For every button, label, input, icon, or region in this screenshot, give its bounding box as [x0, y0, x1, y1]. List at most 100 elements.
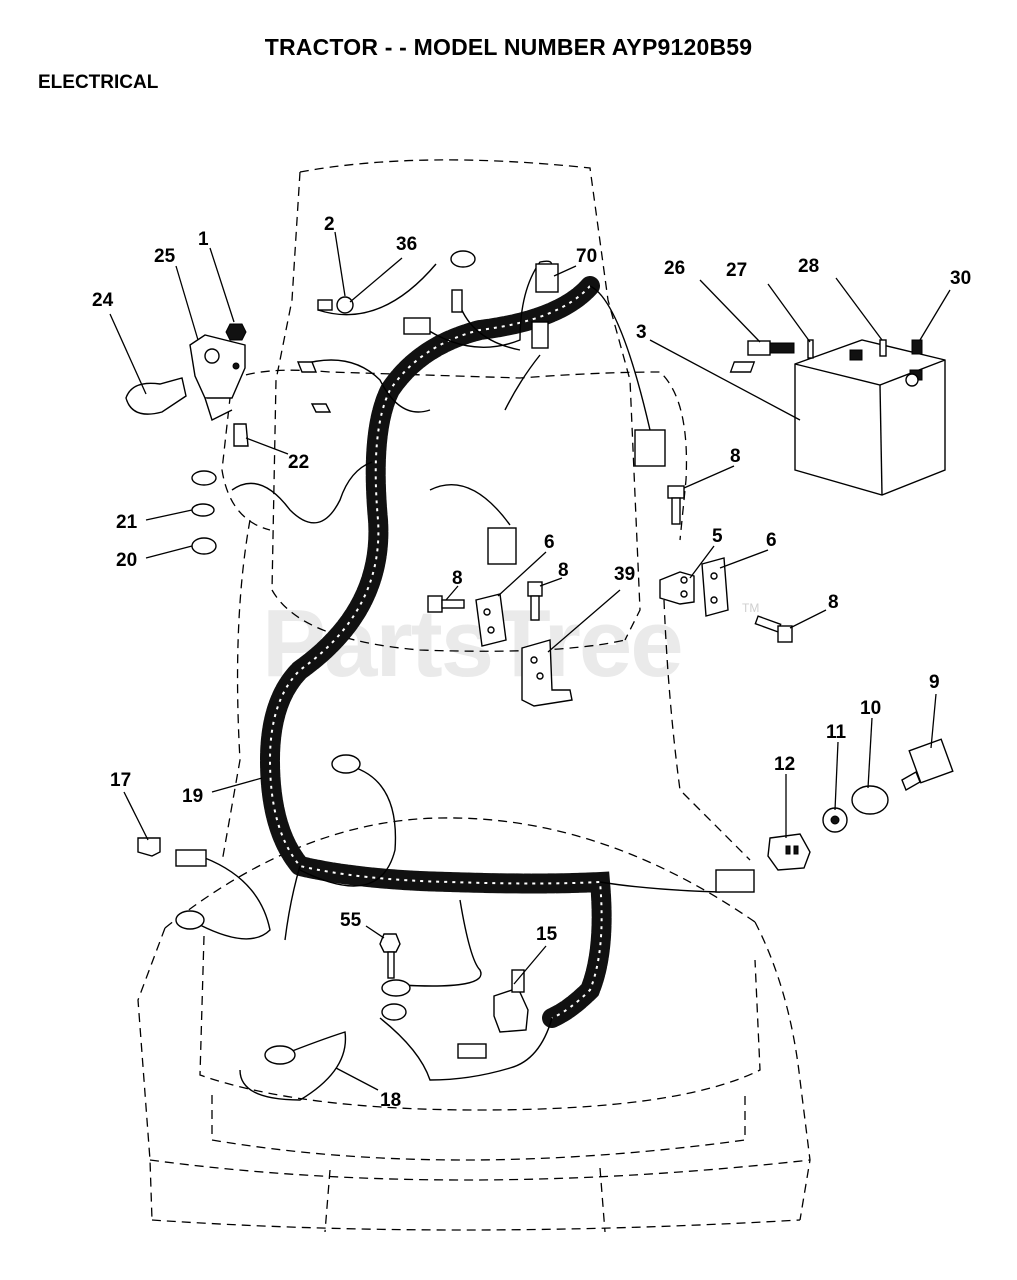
hood-top-outline [164, 817, 756, 929]
diagram-title: TRACTOR - - MODEL NUMBER AYP9120B59 [264, 34, 753, 60]
callout-28: 28 [798, 256, 819, 277]
interlock-switch-left [475, 593, 507, 647]
plug-right [634, 429, 666, 467]
starter-solenoid [189, 334, 246, 421]
callout-19: 19 [182, 786, 203, 807]
seat-cushion-outline [231, 369, 688, 541]
callout-3: 3 [636, 322, 647, 343]
fuse-holder [403, 317, 431, 335]
wire-ground-36 [317, 263, 437, 316]
seat-switch-connector [457, 1043, 487, 1059]
watermark-trademark: TM [742, 601, 759, 615]
hood-inner-outline [199, 935, 761, 1111]
switch-bracket-5 [659, 571, 695, 605]
connector-plug [531, 321, 549, 349]
bolt-8-center [527, 581, 543, 621]
callout-12: 12 [774, 754, 795, 775]
plug-center [487, 527, 517, 565]
hood-left-outline [137, 927, 166, 1221]
bumper-bottom-outline [151, 1219, 801, 1231]
wire-ground-18 [239, 1031, 347, 1101]
callout-1: 1 [198, 229, 209, 250]
ignition-bezel [851, 785, 889, 815]
ring-terminal-18 [264, 1045, 296, 1065]
wire-center-plug [429, 483, 511, 526]
ground-terminal-2 [317, 296, 354, 314]
callout-6-left: 6 [544, 532, 555, 553]
callout-18: 18 [380, 1090, 401, 1111]
bolt-8-left [427, 595, 465, 613]
callout-5: 5 [712, 526, 723, 547]
hex-nut [191, 537, 217, 555]
callout-17: 17 [110, 770, 131, 791]
battery-nut [911, 339, 923, 355]
callout-70: 70 [576, 246, 597, 267]
ground-terminal-55 [381, 979, 411, 997]
ignition-key [901, 738, 954, 792]
callout-10: 10 [860, 698, 881, 719]
ignition-connector [715, 869, 755, 893]
callout-labels: 1 2 3 5 6 6 8 8 8 8 9 10 11 12 15 17 18 … [92, 214, 971, 1111]
callout-8-upper-right: 8 [730, 446, 741, 467]
ring-terminal-36 [450, 250, 476, 268]
battery-bolt [747, 340, 795, 356]
callout-8-left: 8 [452, 568, 463, 589]
solenoid-nut [225, 323, 247, 341]
seat-switch-15 [493, 969, 529, 1033]
seat-back-outline [299, 159, 641, 641]
bumper-dividers [324, 1167, 606, 1233]
lock-washer [191, 503, 215, 517]
wire-hood-left [284, 865, 301, 941]
callout-9: 9 [929, 672, 940, 693]
wire-clip [296, 361, 318, 373]
bolt-8-lower-right [754, 615, 793, 643]
interlock-switch-right [701, 557, 729, 617]
fuse-17 [137, 837, 161, 857]
callout-8-center: 8 [558, 560, 569, 581]
hood-right-outline [754, 921, 811, 1221]
callout-26: 26 [664, 258, 685, 279]
wire-clip-2 [310, 403, 332, 413]
switch-bracket-39 [521, 639, 573, 707]
seat-left-outline [271, 171, 301, 591]
parts [125, 250, 954, 1065]
callout-22: 22 [288, 452, 309, 473]
wire-ground-right [299, 765, 397, 887]
ignition-switch [767, 833, 811, 871]
callout-11: 11 [826, 722, 847, 743]
harness-coil-highlight [268, 285, 603, 1019]
ring-terminal [191, 470, 217, 486]
fuse-holder-17 [175, 849, 207, 867]
grille-outline [211, 1095, 746, 1161]
callout-15: 15 [536, 924, 558, 945]
wire-seat-left [299, 359, 431, 413]
leader-lines [109, 231, 951, 1091]
ignition-nut-hole [830, 815, 840, 825]
fender-left-outline [221, 519, 251, 863]
callout-8-lower-right: 8 [828, 592, 839, 613]
screw-55 [379, 933, 401, 979]
callout-36: 36 [396, 234, 417, 255]
seat-cushion-left [221, 379, 271, 531]
wire-ignition [599, 881, 721, 893]
solenoid-screw [233, 423, 249, 447]
section-label: ELECTRICAL [38, 72, 159, 93]
wire-solenoid [231, 461, 373, 524]
callout-30: 30 [950, 268, 971, 289]
seat-bottom-outline [271, 589, 626, 652]
tractor-outline [137, 159, 811, 1233]
callout-2: 2 [324, 214, 335, 235]
bolt-8-upper-right [667, 485, 685, 525]
wire-seat-switch [379, 1017, 553, 1081]
callout-24: 24 [92, 290, 114, 311]
callout-21: 21 [116, 512, 138, 533]
inline-fuse [451, 289, 463, 313]
terminal-boot [125, 377, 187, 415]
callout-55: 55 [340, 910, 362, 931]
callout-6-right: 6 [766, 530, 777, 551]
callout-27: 27 [726, 260, 747, 281]
wires [199, 260, 721, 1101]
battery [729, 339, 946, 496]
connector-70 [535, 263, 559, 293]
